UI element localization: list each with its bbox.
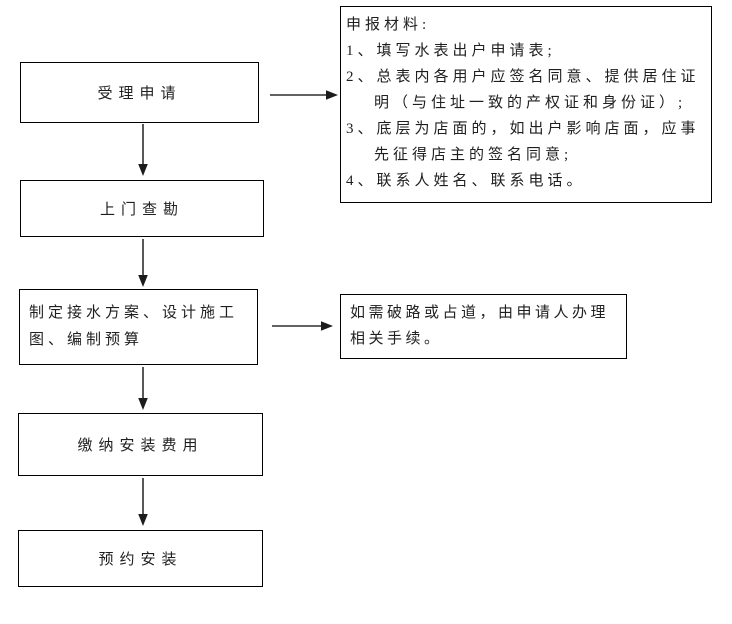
arrow-survey-to-plan [138,239,148,287]
flow-step-schedule-installation: 预约安装 [18,530,263,587]
flow-step-label: 缴纳安装费用 [77,438,204,454]
note-materials: 申报材料: 1、填写水表出户申请表; 2、总表内各用户应签名同意、提供居住证明（… [340,6,712,203]
flow-step-pay-installation-fee: 缴纳安装费用 [18,413,263,476]
flow-step-site-survey: 上门查勘 [20,180,264,237]
flow-step-label: 上门查勘 [99,202,184,218]
note-road-permit: 如需破路或占道，由申请人办理相关手续。 [340,294,627,359]
flow-step-label: 预约安装 [98,552,183,568]
note-road-permit-text: 如需破路或占道，由申请人办理相关手续。 [350,305,610,347]
arrow-plan-to-road-permit [272,321,333,331]
note-materials-title: 申报材料: [346,17,431,33]
note-materials-item-3: 3、底层为店面的，如出户影响店面，应事先征得店主的签名同意; [346,121,700,163]
note-materials-item-1: 1、填写水表出户申请表; [346,43,556,59]
flow-step-label: 制定接水方案、设计施工图、编制预算 [29,305,239,348]
flow-step-accept-application: 受理申请 [20,62,259,123]
arrow-plan-to-fee [138,367,148,410]
arrow-fee-to-schedule [138,478,148,526]
arrow-accept-to-materials [270,90,338,100]
arrow-accept-to-survey [138,124,148,176]
flow-step-plan-design: 制定接水方案、设计施工图、编制预算 [19,289,258,365]
note-materials-item-4: 4、联系人姓名、联系电话。 [346,173,586,189]
flow-step-label: 受理申请 [97,86,182,102]
note-materials-item-2: 2、总表内各用户应签名同意、提供居住证明（与住址一致的产权证和身份证）; [346,69,700,111]
